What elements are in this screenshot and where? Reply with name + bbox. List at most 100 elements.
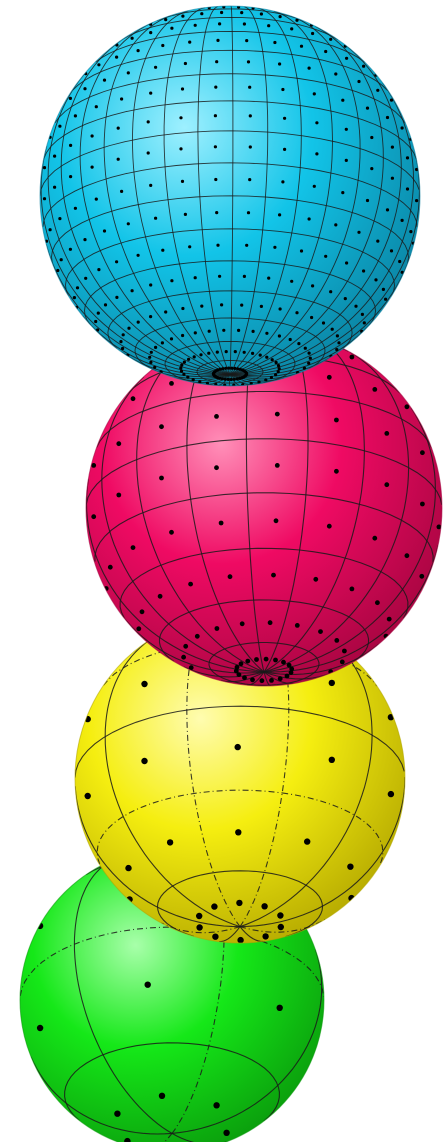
mesh-node — [225, 350, 228, 353]
mesh-node — [384, 431, 389, 436]
mesh-node — [83, 87, 86, 90]
mesh-node — [419, 574, 424, 579]
mesh-node — [145, 982, 151, 988]
mesh-node — [199, 353, 202, 356]
mesh-node — [278, 676, 283, 681]
mesh-node — [214, 86, 217, 89]
mesh-node — [297, 342, 300, 345]
mesh-node — [370, 167, 373, 170]
mesh-node — [103, 229, 106, 232]
mesh-node — [318, 629, 323, 634]
mesh-node — [366, 107, 369, 110]
mesh-node — [127, 71, 130, 74]
mesh-node — [277, 370, 280, 373]
mesh-node — [227, 367, 230, 370]
mesh-node — [115, 260, 118, 263]
mesh-node — [169, 381, 174, 386]
mesh-node — [220, 303, 223, 306]
mesh-node — [179, 116, 182, 119]
mesh-node — [274, 518, 279, 523]
mesh-node — [261, 903, 267, 909]
mesh-node — [295, 623, 300, 628]
mesh-node — [243, 22, 246, 25]
mesh-node — [388, 791, 394, 797]
mesh-node — [250, 677, 255, 682]
mesh-node — [336, 334, 339, 337]
mesh-node — [181, 180, 184, 183]
mesh-node — [230, 378, 233, 381]
mesh-node — [240, 11, 243, 14]
mesh-node — [401, 126, 404, 129]
mesh-node — [415, 199, 418, 202]
mesh-node — [149, 184, 152, 187]
mesh-node — [188, 41, 191, 44]
mesh-node — [56, 269, 59, 272]
mesh-node — [289, 670, 294, 675]
mesh-node — [220, 11, 223, 14]
mesh-node — [159, 424, 164, 429]
mesh-node — [69, 144, 72, 147]
mesh-node — [233, 378, 236, 381]
mesh-node — [170, 27, 173, 30]
mesh-node — [350, 355, 355, 360]
mesh-node — [127, 327, 130, 330]
mesh-node — [115, 296, 118, 299]
mesh-node — [236, 900, 242, 906]
mesh-node — [237, 937, 243, 943]
mesh-node — [251, 352, 254, 355]
mesh-node — [341, 191, 344, 194]
mesh-node — [97, 63, 100, 66]
mesh-node — [334, 638, 339, 643]
mesh-node — [334, 72, 337, 75]
mesh-node — [271, 358, 274, 361]
mesh-node — [194, 331, 197, 334]
mesh-node — [363, 321, 366, 324]
mesh-node — [196, 924, 202, 930]
mesh-node — [97, 268, 100, 271]
mesh-node — [91, 134, 94, 137]
mesh-node — [230, 367, 233, 370]
mesh-node — [84, 277, 87, 280]
mesh-node — [273, 41, 276, 44]
mesh-node — [214, 145, 217, 148]
mesh-node — [73, 296, 76, 299]
mesh-node — [401, 219, 404, 222]
mesh-node — [274, 373, 277, 376]
mesh-node — [350, 587, 355, 592]
mesh-node — [372, 387, 377, 392]
mesh-node — [184, 62, 187, 65]
mesh-node — [390, 99, 393, 102]
mesh-node — [240, 621, 245, 626]
mesh-node — [212, 934, 218, 940]
mesh-node — [131, 545, 136, 550]
mesh-node — [384, 482, 389, 487]
mesh-node — [235, 665, 240, 670]
mesh-node — [249, 114, 252, 117]
mesh-node — [334, 469, 339, 474]
mesh-node — [149, 283, 152, 286]
mesh-node — [267, 277, 270, 280]
mesh-node — [218, 22, 221, 25]
mesh-node — [164, 310, 167, 313]
mesh-node — [137, 321, 140, 324]
mesh-node — [334, 223, 337, 226]
mesh-node — [180, 363, 183, 366]
sphere-cyan — [40, 5, 420, 387]
mesh-node — [149, 92, 152, 95]
mesh-node — [120, 97, 123, 100]
mesh-node — [337, 341, 340, 344]
mesh-node — [37, 1025, 43, 1031]
mesh-node — [278, 213, 281, 216]
mesh-node — [187, 358, 190, 361]
mesh-node — [137, 49, 140, 52]
mesh-node — [194, 24, 197, 27]
mesh-node — [342, 649, 347, 654]
mesh-node — [161, 249, 164, 252]
mesh-node — [195, 634, 200, 639]
mesh-node — [278, 62, 281, 65]
mesh-node — [248, 86, 251, 89]
mesh-node — [149, 31, 152, 34]
mesh-node — [192, 378, 195, 381]
mesh-node — [405, 404, 410, 409]
